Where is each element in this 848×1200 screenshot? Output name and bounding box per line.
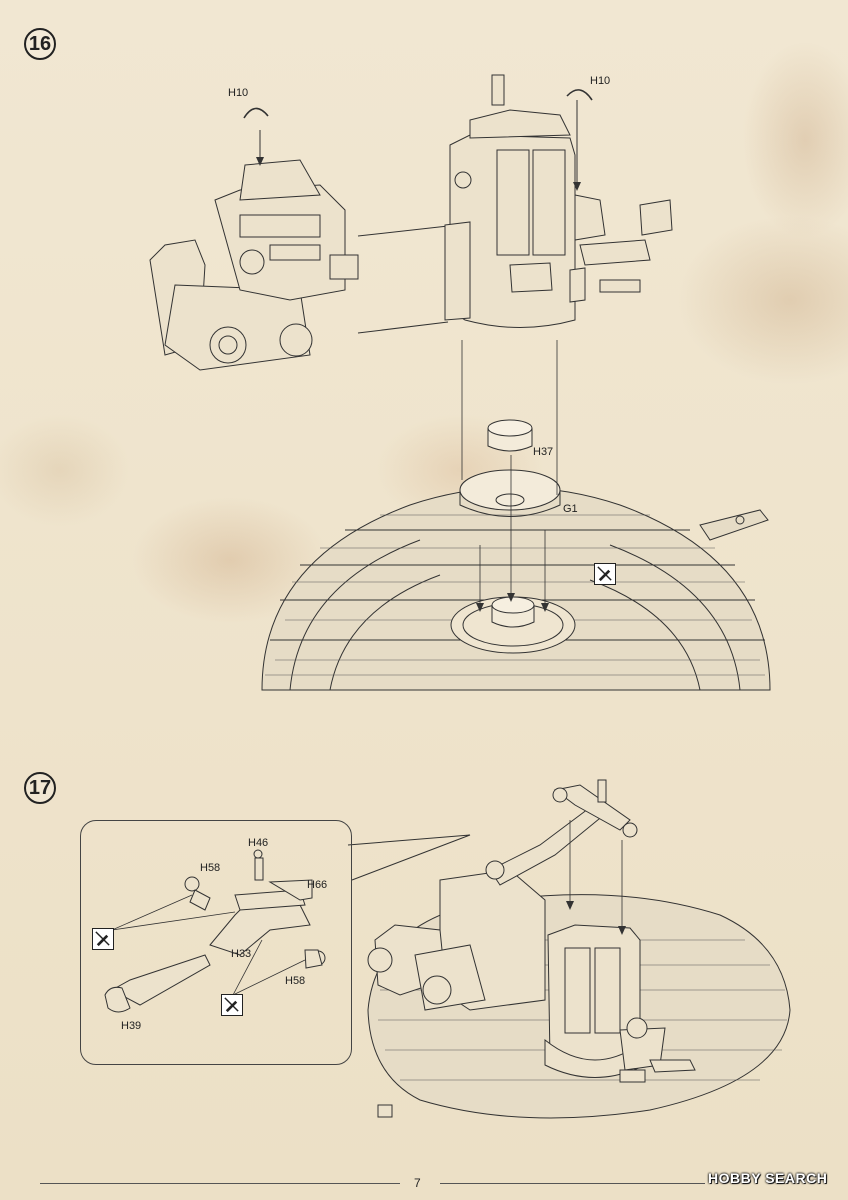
- step-17-illustration: [104, 779, 791, 1119]
- step-number-16: 16: [24, 28, 56, 60]
- seat-assembly-left: [149, 159, 359, 371]
- page-number: 7: [414, 1176, 421, 1190]
- step-number-17: 17: [24, 772, 56, 804]
- no-cement-icon-left: [92, 928, 114, 950]
- part-label-h58-top: H58: [200, 862, 221, 874]
- part-label-h46: H46: [248, 837, 269, 849]
- part-label-h37: H37: [533, 446, 554, 458]
- main-housing-right: [444, 74, 673, 328]
- footer-rule-left: [40, 1183, 400, 1184]
- part-label-h58-bottom: H58: [285, 975, 306, 987]
- ring-g1: [459, 469, 561, 517]
- part-label-g1: G1: [563, 503, 578, 515]
- turntable-16: [261, 487, 771, 691]
- no-cement-icon-right: [221, 994, 243, 1016]
- assembled-turret: [367, 779, 696, 1083]
- detail-callout: [80, 820, 352, 1065]
- part-label-h39: H39: [121, 1020, 142, 1032]
- part-label-h33: H33: [231, 948, 252, 960]
- part-label-h66: H66: [307, 879, 328, 891]
- footer-rule-right: [440, 1183, 705, 1184]
- part-label-h10-right: H10: [590, 75, 611, 87]
- exploded-parts: [104, 849, 326, 1013]
- lid-h37: [487, 419, 533, 452]
- part-label-h10-left: H10: [228, 87, 249, 99]
- no-cement-icon: [594, 563, 616, 585]
- watermark: HOBBY SEARCH: [708, 1170, 828, 1186]
